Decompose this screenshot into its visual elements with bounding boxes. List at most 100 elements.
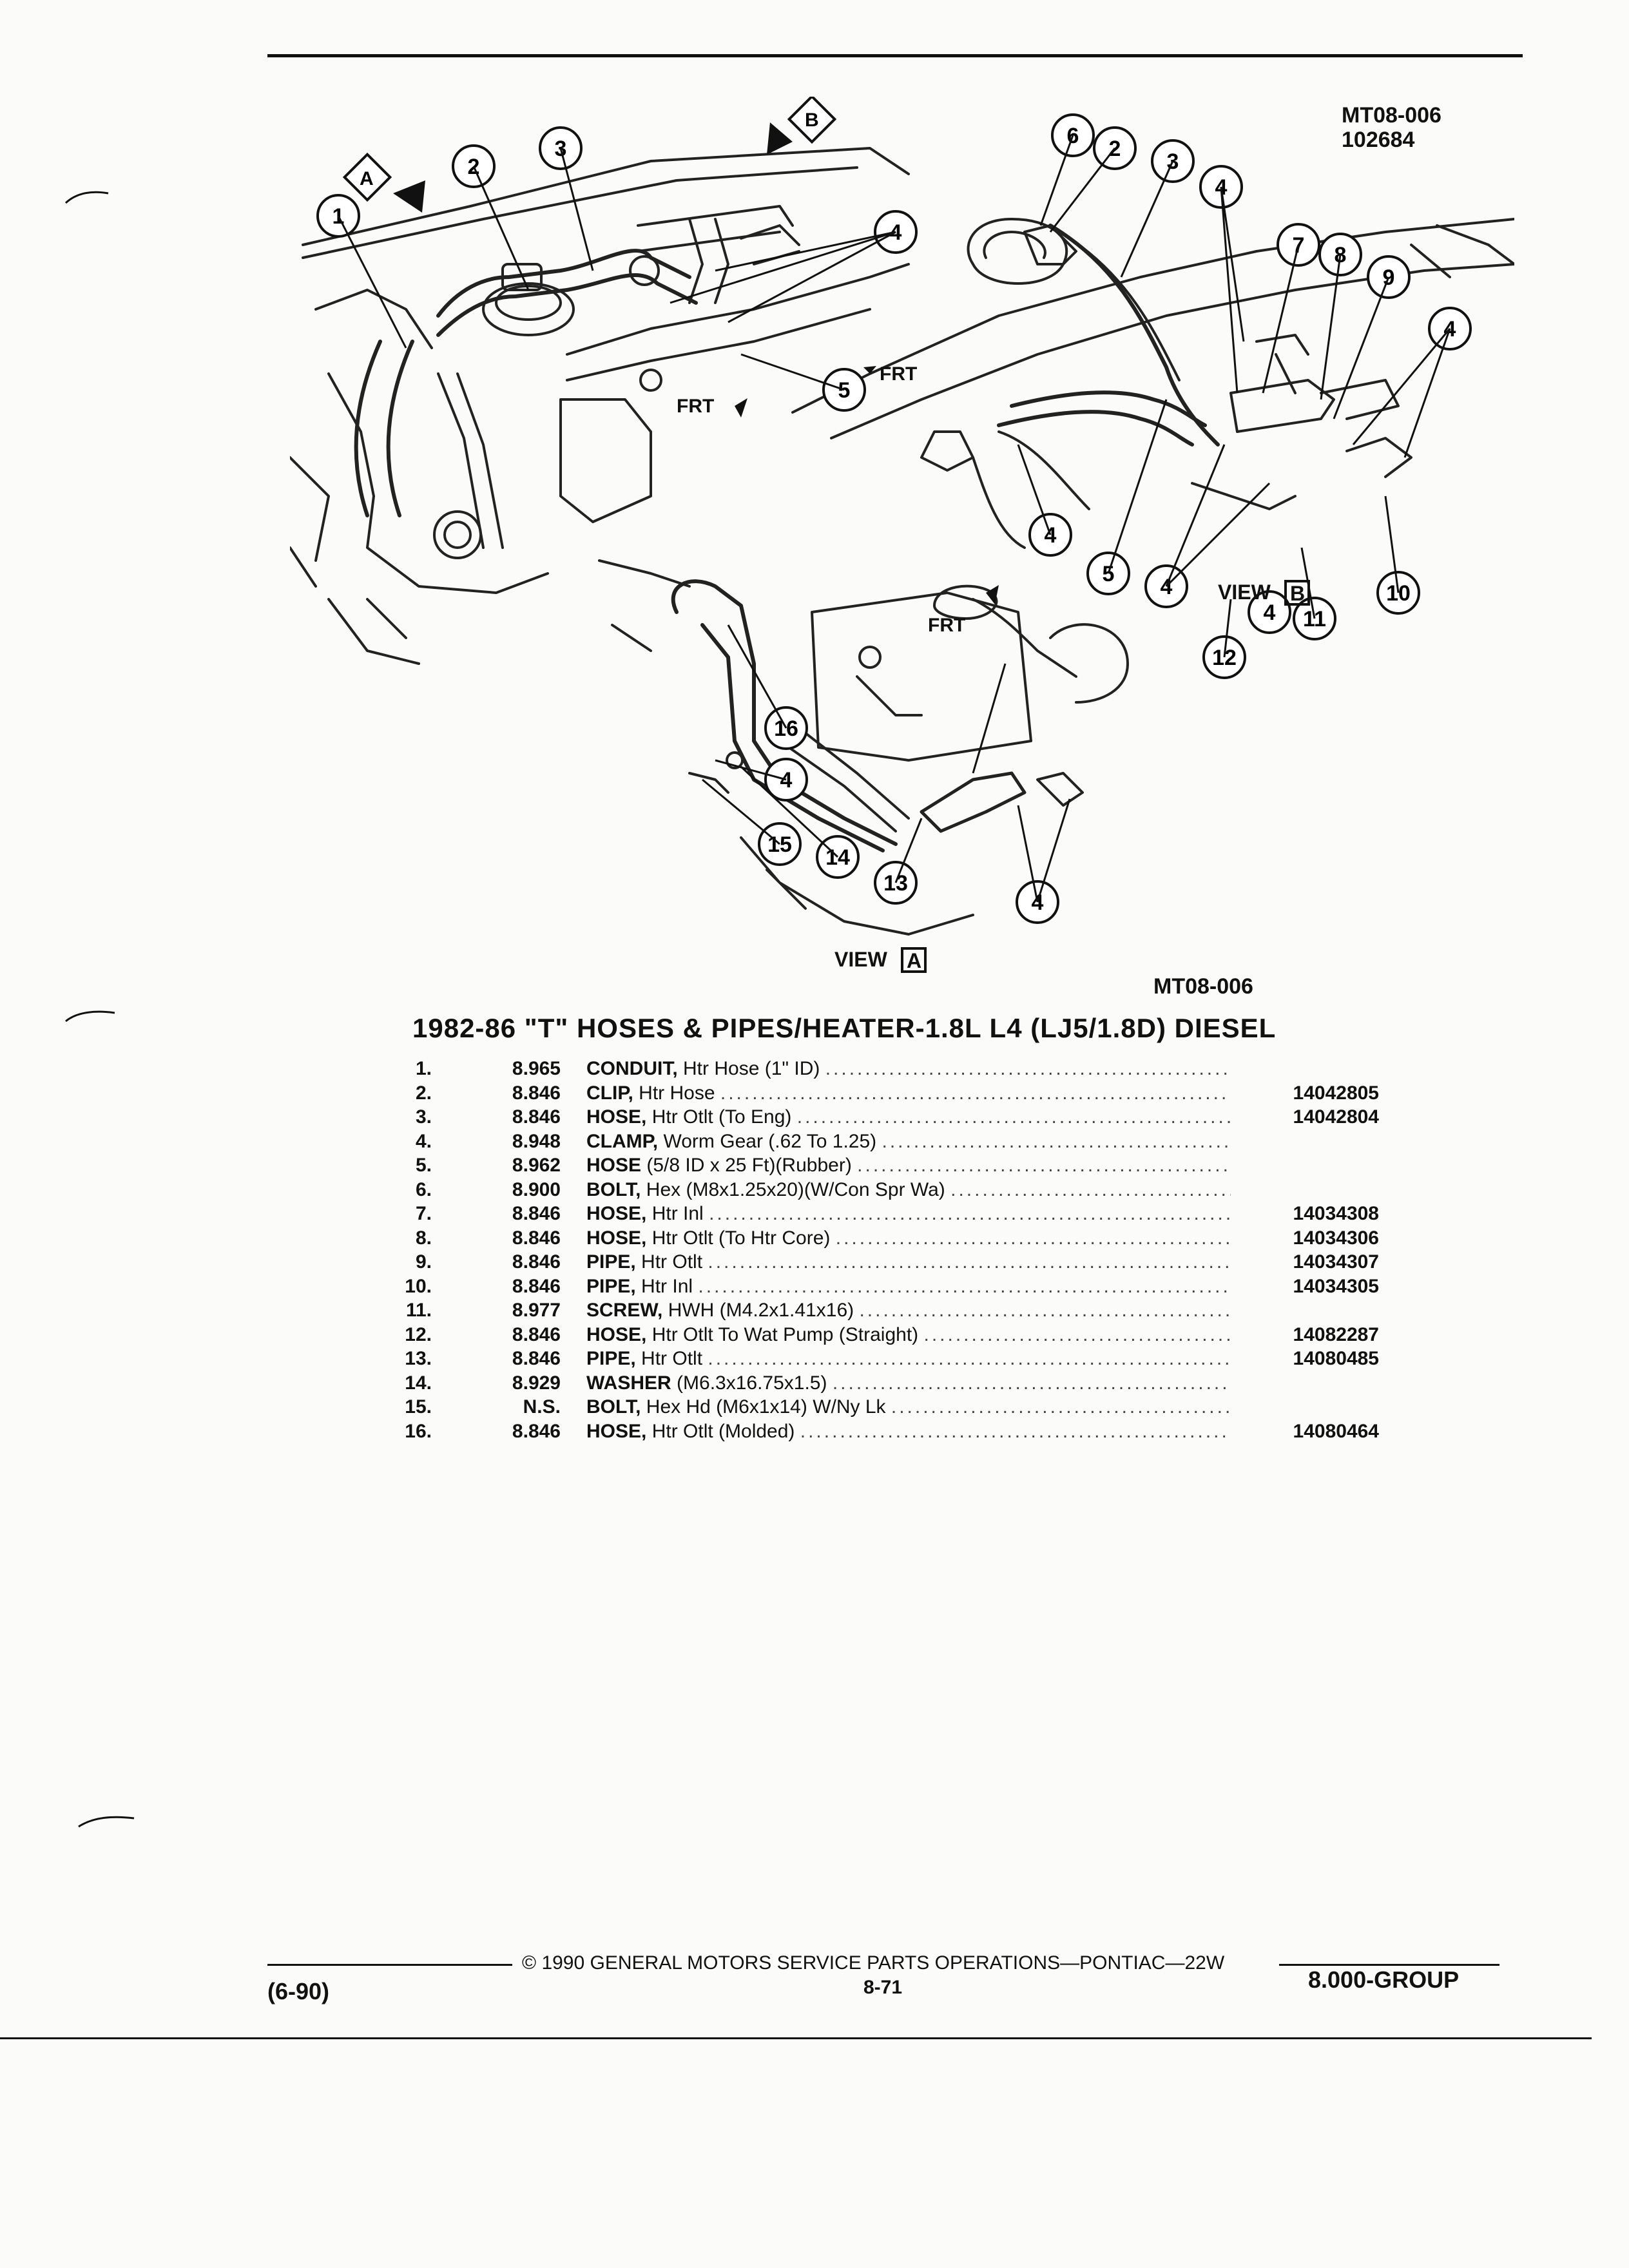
part-number-index: 3. [415, 1106, 432, 1128]
part-group: 8.900 [512, 1178, 561, 1200]
part-group: 8.846 [512, 1275, 561, 1297]
footer-copyright: © 1990 GENERAL MOTORS SERVICE PARTS OPER… [522, 1952, 1225, 1974]
footer-rule-right [1279, 1964, 1499, 1966]
part-name: HOSE, [586, 1106, 647, 1128]
table-row: 3. 8.846 HOSE, Htr Otlt (To Eng) .........… [361, 1105, 1379, 1129]
part-desc-text: Htr Otlt (Molded) [651, 1420, 795, 1442]
footer-group: 8.000-GROUP [1308, 1966, 1460, 1993]
bottom-view-outline [811, 591, 1032, 762]
part-number-index: 1. [415, 1058, 432, 1079]
callout-label: 4 [1264, 601, 1276, 625]
leader-dots: ........................................… [859, 1300, 1231, 1321]
part-description: CONDUIT, Htr Hose (1" ID) ..............… [586, 1057, 1231, 1081]
part-number-index: 5. [415, 1155, 432, 1176]
illustration-code-top: MT08-006 [1342, 103, 1441, 128]
part-description: CLIP, Htr Hose .........................… [586, 1081, 1231, 1106]
frt-label-left: FRT [677, 396, 714, 417]
part-number-index: 6. [415, 1178, 432, 1200]
part-group: 8.977 [512, 1300, 561, 1321]
part-name: CLAMP, [586, 1130, 659, 1152]
frt-label-bottom: FRT [928, 615, 965, 636]
illustration-code-bottom: MT08-006 [1153, 974, 1253, 999]
part-desc-text: Htr Inl [651, 1203, 704, 1224]
leader-dots: ........................................… [708, 1251, 1231, 1273]
table-row: 4. 8.948 CLAMP, Worm Gear (.62 To 1.25) ..… [361, 1129, 1379, 1154]
view-b-text: VIEW [1218, 581, 1271, 604]
part-group: 8.962 [512, 1155, 561, 1176]
margin-mark-2 [65, 1010, 115, 1023]
callout-label: 4 [780, 768, 793, 793]
part-number: 14034306 [1293, 1227, 1379, 1249]
part-number-index: 12. [405, 1323, 432, 1345]
part-name: CLIP, [586, 1082, 633, 1104]
part-number-index: 14. [405, 1372, 432, 1394]
part-desc-text: Htr Hose (1" ID) [683, 1058, 820, 1079]
leader-dots: ........................................… [891, 1396, 1231, 1418]
part-description: WASHER (M6.3x16.75x1.5) ................… [586, 1371, 1231, 1396]
part-desc-text: Htr Otlt [641, 1251, 703, 1273]
part-group: 8.948 [512, 1130, 561, 1152]
part-description: SCREW, HWH (M4.2x1.41x16) ..............… [586, 1298, 1231, 1323]
leader-dots: ........................................… [882, 1130, 1231, 1152]
leader-dots: ........................................… [708, 1348, 1231, 1369]
part-name: HOSE, [586, 1203, 647, 1224]
part-group: 8.846 [512, 1251, 561, 1273]
leader-dots: ........................................… [709, 1203, 1231, 1224]
part-desc-text: Htr Otlt (To Htr Core) [651, 1227, 831, 1249]
callout-label: 4 [1045, 523, 1057, 548]
part-group: 8.929 [512, 1372, 561, 1394]
margin-mark-1 [64, 191, 109, 204]
arrow-b-label: B [805, 110, 819, 131]
footer-page-number: 8-71 [863, 1977, 903, 1998]
part-description: PIPE, Htr Inl ..........................… [586, 1274, 1231, 1299]
part-desc-text: Htr Otlt To Wat Pump (Straight) [651, 1323, 919, 1345]
part-number-index: 7. [415, 1203, 432, 1224]
left-view-outline [302, 147, 910, 259]
callout-label: 5 [1103, 562, 1115, 586]
view-arrow-a: A [342, 152, 425, 213]
view-a-letter: A [907, 949, 921, 972]
part-group: 8.846 [512, 1420, 561, 1442]
leader-dots: ........................................… [825, 1058, 1231, 1079]
frt-label-right: FRT [880, 363, 917, 385]
part-number-index: 11. [405, 1300, 432, 1321]
part-description: BOLT, Hex (M8x1.25x20)(W/Con Spr Wa) ...… [586, 1178, 1231, 1202]
part-name: PIPE, [586, 1251, 636, 1273]
part-description: HOSE, Htr Otlt (To Eng) ................… [586, 1105, 1231, 1129]
part-name: HOSE, [586, 1227, 647, 1249]
part-name: BOLT, [586, 1178, 641, 1200]
part-number: 14080464 [1293, 1420, 1379, 1442]
part-desc-text: Htr Inl [641, 1275, 693, 1297]
leader-dots: ........................................… [835, 1227, 1231, 1249]
part-number-index: 4. [415, 1130, 432, 1152]
part-description: CLAMP, Worm Gear (.62 To 1.25) .........… [586, 1129, 1231, 1154]
leader-dots: ........................................… [832, 1372, 1231, 1394]
part-name: HOSE, [586, 1420, 647, 1442]
part-description: HOSE, Htr Inl ..........................… [586, 1202, 1231, 1226]
part-group: 8.846 [512, 1106, 561, 1128]
part-desc-text: Hex Hd (M6x1x14) W/Ny Lk [646, 1396, 886, 1418]
part-number: 14042805 [1293, 1082, 1379, 1104]
view-a-text: VIEW [834, 948, 888, 971]
leader-dots: ........................................… [698, 1275, 1231, 1297]
part-description: HOSE, Htr Otlt (To Htr Core) ...........… [586, 1226, 1231, 1251]
callout-label: 13 [883, 871, 908, 896]
callout-4: 4 [1248, 590, 1291, 634]
part-description: HOSE, Htr Otlt (Molded) ................… [586, 1419, 1231, 1444]
part-number-index: 2. [415, 1082, 432, 1104]
part-desc-text: (5/8 ID x 25 Ft)(Rubber) [646, 1155, 852, 1176]
part-group: 8.846 [512, 1227, 561, 1249]
view-arrow-b: B [767, 97, 837, 155]
part-group: 8.846 [512, 1082, 561, 1104]
leader-dots: ........................................… [796, 1106, 1231, 1128]
part-description: HOSE, Htr Otlt To Wat Pump (Straight) ..… [586, 1323, 1231, 1347]
